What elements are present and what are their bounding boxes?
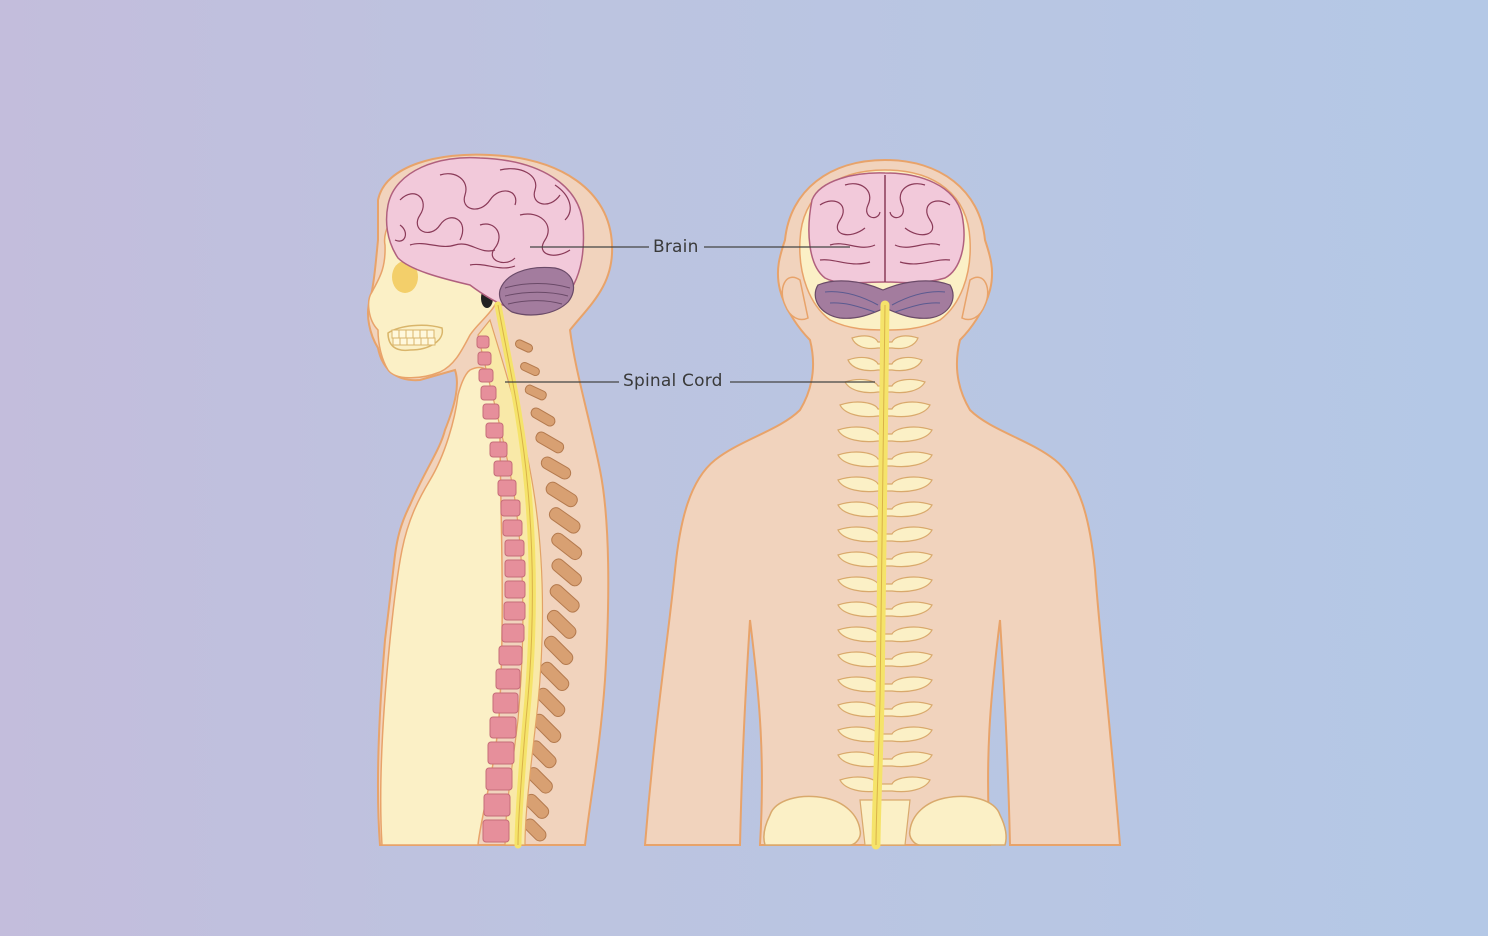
back-brain <box>808 172 965 284</box>
side-vertebral-bodies <box>476 335 526 843</box>
back-cerebellum-folds <box>824 291 946 313</box>
side-spinous-processes <box>514 339 583 842</box>
side-eye-socket <box>392 261 418 293</box>
side-cerebellum <box>498 266 575 316</box>
back-ear-left <box>781 276 809 321</box>
back-brain-folds <box>819 175 951 282</box>
back-spinal-cord-edge <box>875 304 886 846</box>
label-leaders <box>505 246 875 383</box>
side-view <box>367 153 614 849</box>
back-pelvis-left <box>763 795 862 846</box>
back-pelvis-right <box>908 795 1007 846</box>
side-brain-folds <box>394 168 571 269</box>
back-cerebellum <box>814 280 954 319</box>
spinal-cord-label: Spinal Cord <box>623 371 723 391</box>
back-view <box>643 158 1122 850</box>
brain-label: Brain <box>653 237 699 257</box>
side-spinal-cord-edge <box>497 304 533 846</box>
back-sacrum <box>859 799 911 846</box>
back-ear-right <box>961 276 989 321</box>
side-cerebellum-folds <box>504 283 571 305</box>
side-teeth <box>391 329 436 346</box>
